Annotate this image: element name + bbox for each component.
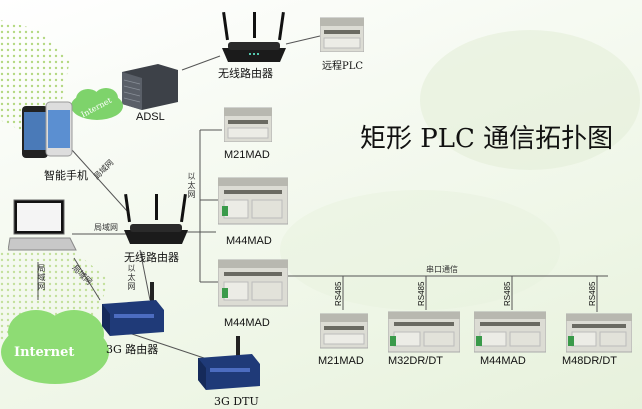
lan-laptop-label: 局域网 <box>94 223 118 232</box>
router-top-label: 无线路由器 <box>218 67 273 80</box>
internet-cloud-small <box>70 86 124 122</box>
m44mad-low-device[interactable] <box>217 258 289 308</box>
ethernet-3g-label: 以太网 <box>127 264 136 291</box>
bus-m21mad-device[interactable] <box>319 310 369 350</box>
bus-m21mad-label: M21MAD <box>318 355 364 367</box>
internet-cloud-large <box>0 300 110 390</box>
wireless-router-mid[interactable] <box>122 193 190 246</box>
m44mad-low-label: M44MAD <box>224 317 270 329</box>
rs485-label-2: RS485 <box>417 281 426 306</box>
smartphone-device[interactable] <box>20 100 76 166</box>
m21mad-top-device[interactable] <box>223 104 273 143</box>
m44mad-mid-label: M44MAD <box>226 235 272 247</box>
rs485-label-1: RS485 <box>334 281 343 306</box>
adsl-server-rack[interactable] <box>118 62 180 110</box>
remote-plc-device[interactable] <box>319 14 365 53</box>
laptop-device[interactable] <box>7 198 78 254</box>
bus-m32dr-label: M32DR/DT <box>388 355 444 367</box>
router-mid-label: 无线路由器 <box>124 251 179 264</box>
phone-label: 智能手机 <box>44 169 88 182</box>
bus-m48dr-device[interactable] <box>565 312 633 354</box>
bus-m44mad-label: M44MAD <box>480 355 526 367</box>
bus-m44mad-device[interactable] <box>473 310 547 354</box>
ethernet-vertical-label: 以太网 <box>187 172 196 199</box>
dtu-3g-label: 3G DTU <box>214 395 259 408</box>
adsl-label: ADSL <box>136 111 165 123</box>
remote-plc-label: 远程PLC <box>322 61 364 72</box>
wireless-router-top[interactable] <box>220 11 288 64</box>
rs485-label-4: RS485 <box>588 281 597 306</box>
page-title: 矩形 PLC 通信拓扑图 <box>360 124 614 154</box>
router-3g-device[interactable] <box>100 282 166 338</box>
dtu-3g-device[interactable] <box>196 336 262 392</box>
lan-vertical-label: 局域网 <box>37 264 46 291</box>
bus-m48dr-label: M48DR/DT <box>562 355 618 367</box>
serial-bus-label: 串口通信 <box>426 265 458 274</box>
m44mad-mid-device[interactable] <box>217 176 289 226</box>
bus-m32dr-device[interactable] <box>387 310 461 354</box>
internet-large-label: Internet <box>14 345 75 360</box>
m21mad-top-label: M21MAD <box>224 149 270 161</box>
rs485-label-3: RS485 <box>503 281 512 306</box>
router-3g-label: 3G 路由器 <box>106 343 159 356</box>
